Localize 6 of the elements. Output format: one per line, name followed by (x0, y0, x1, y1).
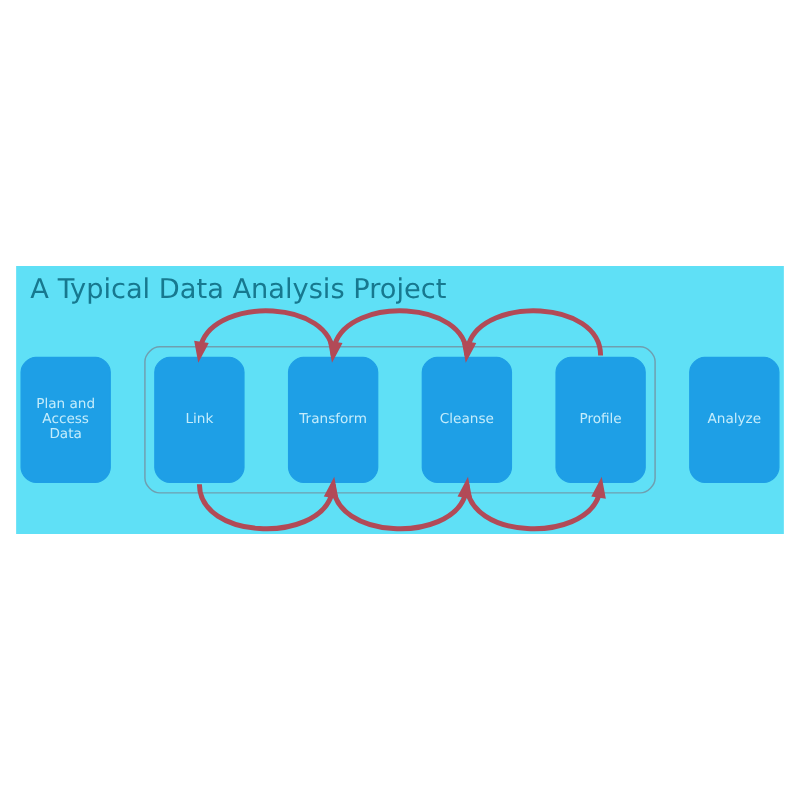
diagram-title: A Typical Data Analysis Project (30, 273, 447, 306)
arrow (327, 308, 470, 363)
arrow (461, 308, 604, 363)
arrow (464, 476, 606, 532)
cluster (144, 346, 656, 494)
arrow (194, 308, 336, 363)
